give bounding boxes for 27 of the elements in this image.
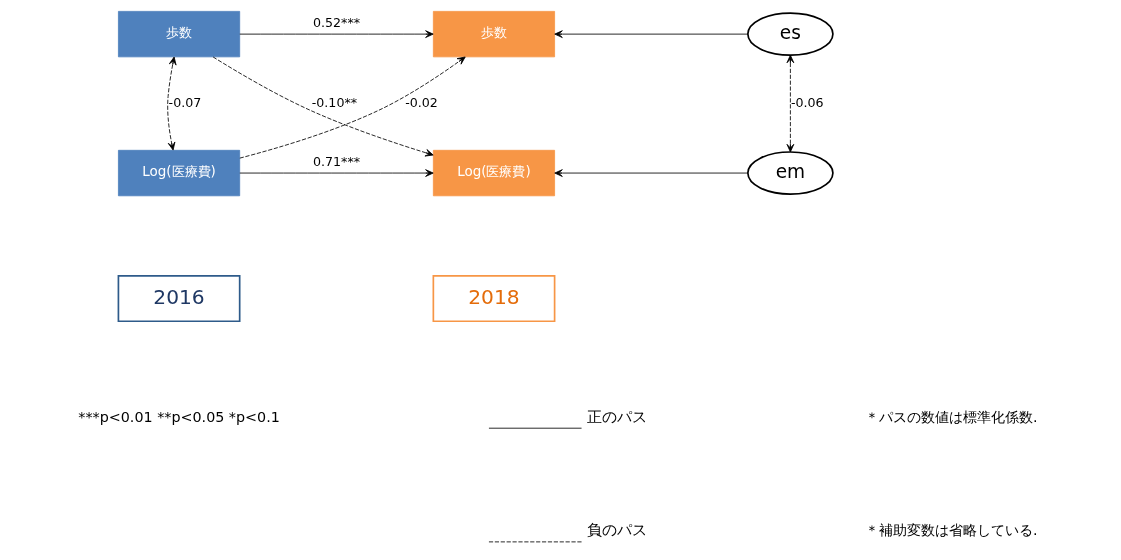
- edge-label: -0.10**: [311, 94, 358, 110]
- arrow: [239, 56, 466, 159]
- node-ellipse: es: [747, 12, 834, 56]
- arrow: [167, 56, 177, 151]
- edge-label: -0.02: [405, 94, 438, 110]
- node-box: 歩数: [432, 10, 556, 58]
- arrow: [786, 54, 795, 153]
- edge-label: -0.07: [168, 94, 202, 110]
- node-box: Log(医療費): [118, 149, 241, 197]
- label: ＊パスの数値は標準化係数.: [864, 408, 1038, 425]
- node-box: 2018: [432, 274, 556, 323]
- legend-label: 負のパス: [586, 521, 647, 540]
- arrow: [212, 56, 434, 157]
- edge-label: 0.52***: [312, 15, 361, 31]
- arrow: [239, 30, 434, 38]
- label: ＊補助変数は省略している.: [864, 522, 1038, 539]
- arrow: [554, 169, 749, 177]
- edge-label: 0.71***: [312, 154, 361, 170]
- arrow: [239, 169, 434, 177]
- node-box: Log(医療費): [432, 149, 556, 197]
- edge-label: -0.06: [790, 94, 824, 110]
- label: ***p<0.01 **p<0.05 *p<0.1: [78, 408, 280, 425]
- node-box: 歩数: [118, 10, 241, 58]
- node-ellipse: em: [747, 151, 834, 195]
- legend-label: 正のパス: [586, 407, 647, 426]
- node-box: 2016: [117, 274, 241, 323]
- arrow: [554, 30, 749, 38]
